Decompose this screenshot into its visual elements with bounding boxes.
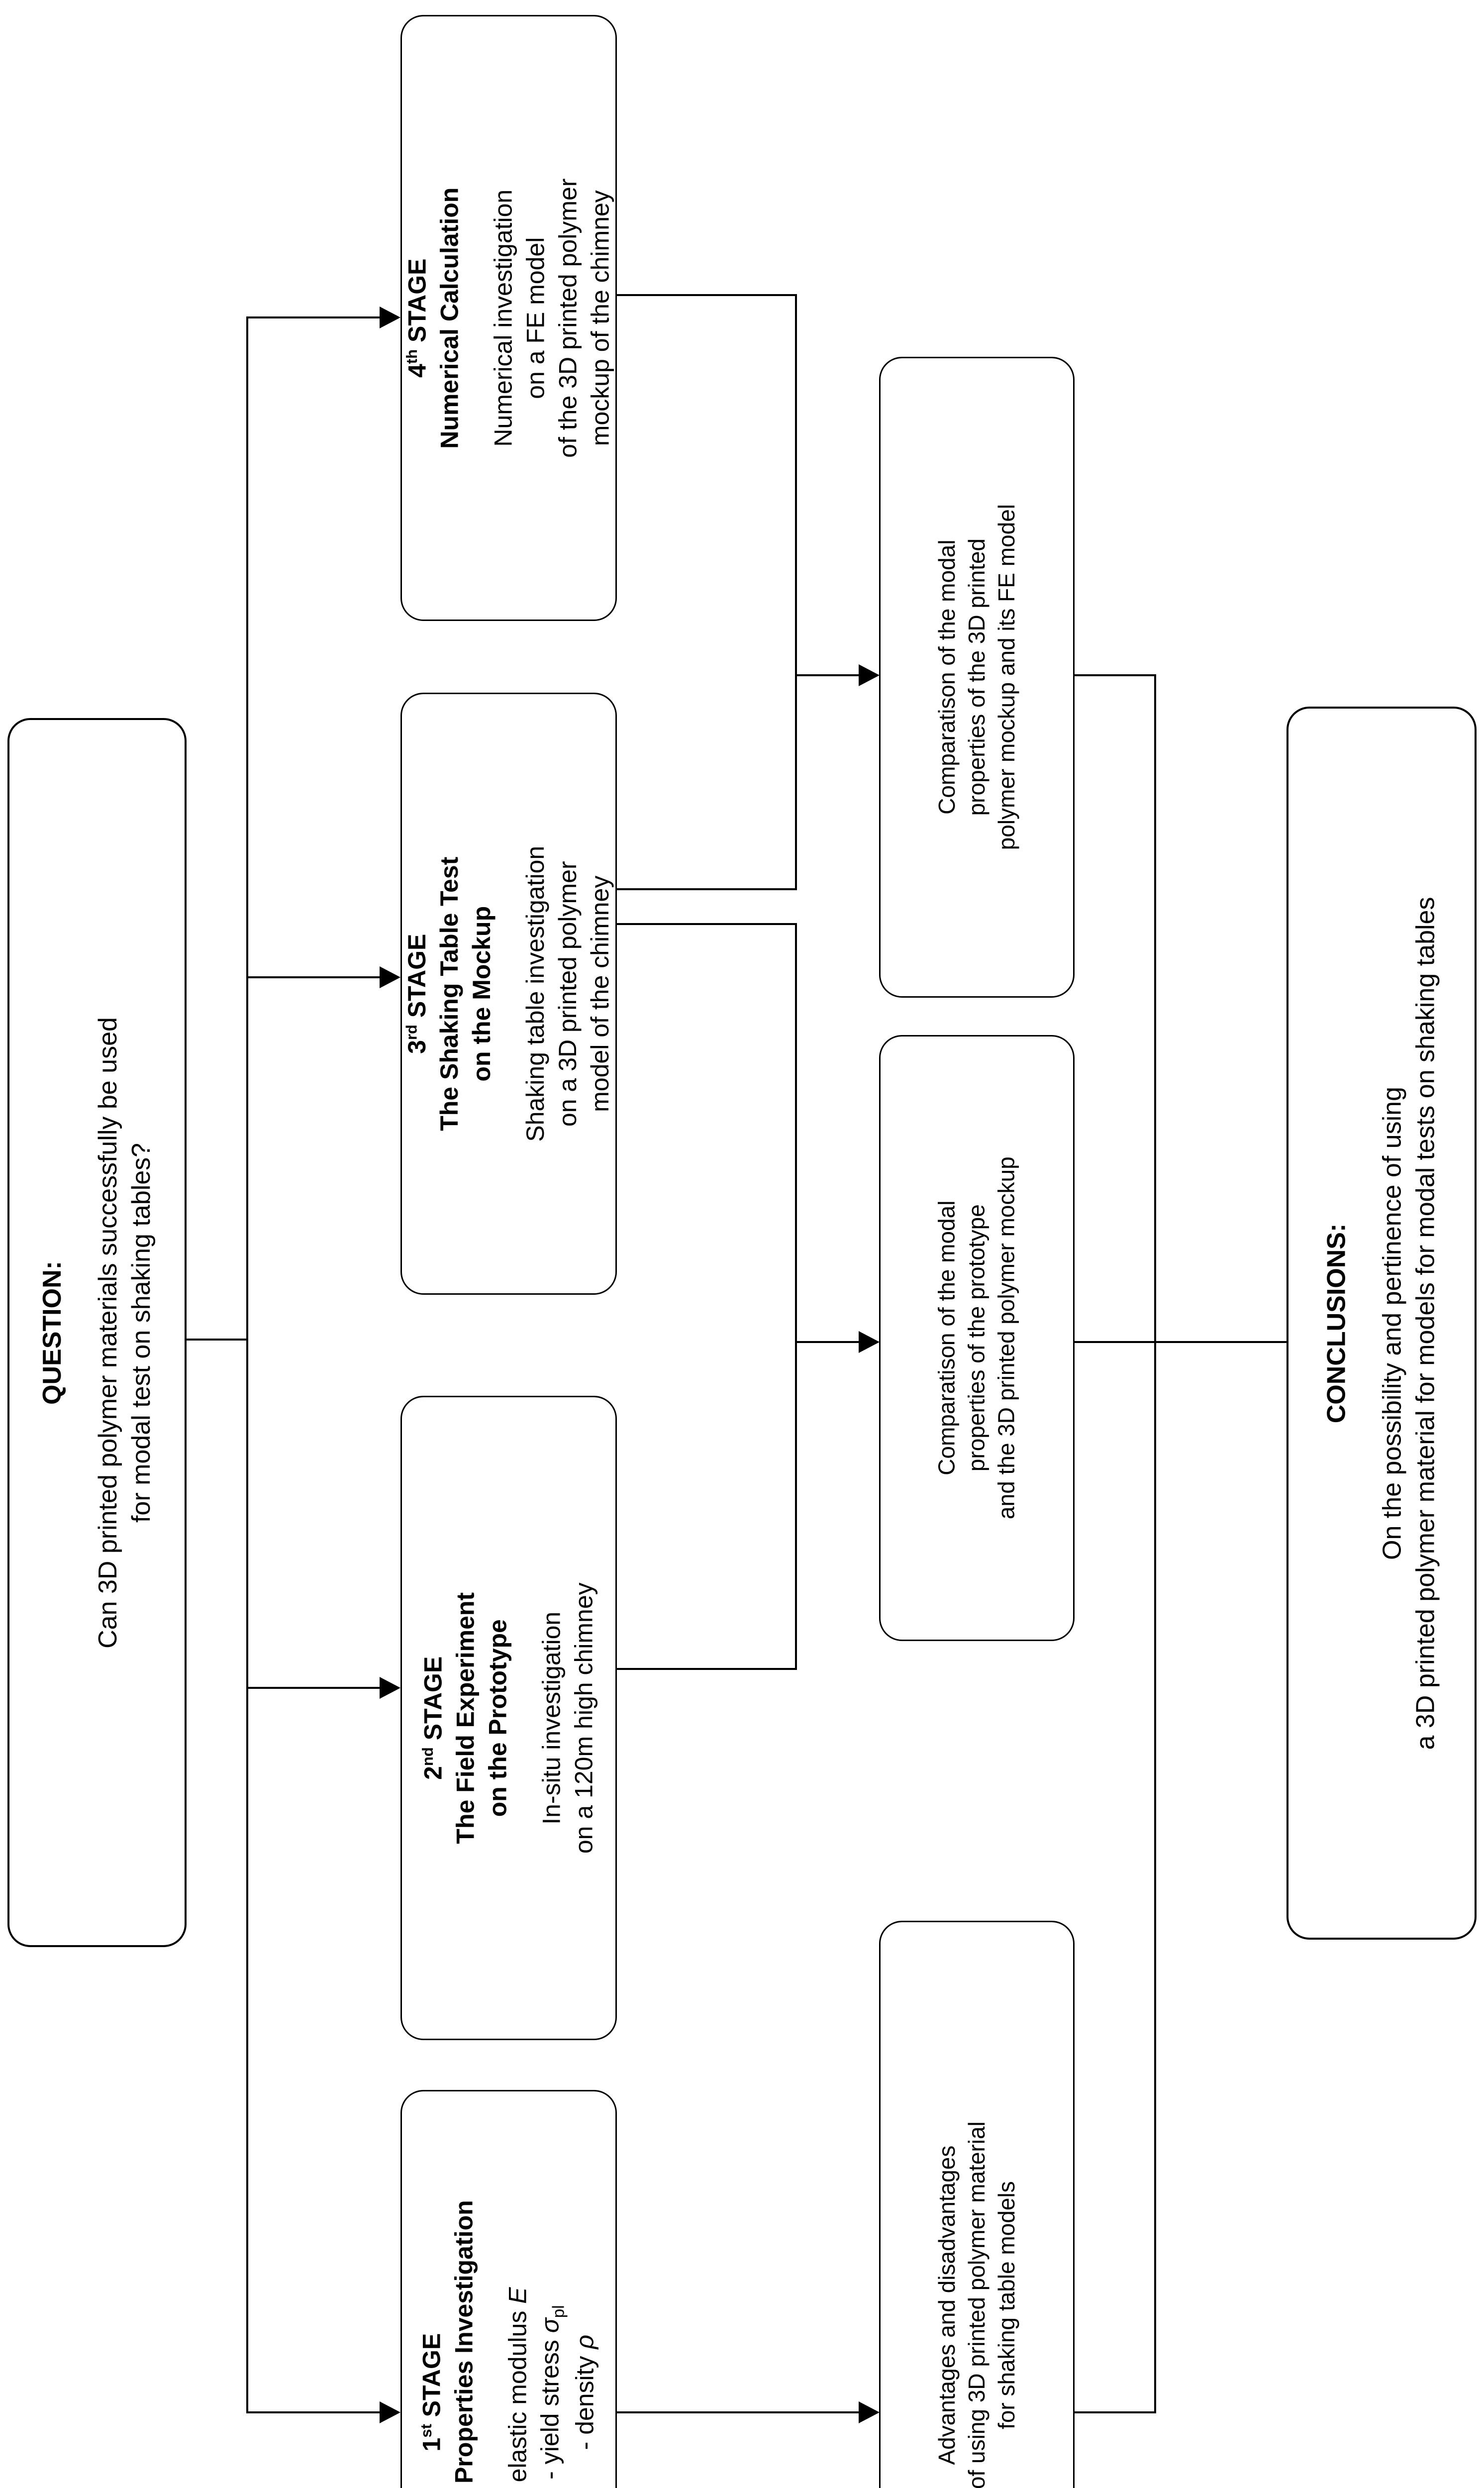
connector-advantages-out <box>1075 2411 1156 2413</box>
comparison1-text: Comparatison of the modal properties of … <box>932 504 1021 850</box>
stage2-desc-2: on a 120m high chimney <box>570 1582 598 1854</box>
node-question[interactable]: QUESTION: Can 3D printed polymer materia… <box>7 718 187 1947</box>
stage3-desc-3: model of the chimney <box>586 875 614 1112</box>
node-advantages-disadvantages[interactable]: Advantages and disadvantages of using 3D… <box>879 1921 1075 2488</box>
stage2-desc-1: In-situ investigation <box>537 1611 566 1825</box>
stage4-desc-1: Numerical investigation <box>489 189 517 447</box>
advantages-line-3: for shaking table models <box>993 2181 1019 2429</box>
stage3-title-2: on the Mockup <box>468 906 496 1082</box>
connector-branch-stage1 <box>246 2411 380 2413</box>
connector-branch-stage2 <box>246 1687 380 1689</box>
comparison1-line-1: Comparatison of the modal <box>933 539 960 815</box>
conclusions-text: CONCLUSIONS: On the possibility and pert… <box>1320 897 1443 1750</box>
stage4-desc-2: on a FE model <box>521 237 549 399</box>
node-stage-4[interactable]: 4th STAGE Numerical Calculation Numerica… <box>400 15 617 621</box>
stage3-text: 3rd STAGE The Shaking Table Test on the … <box>401 846 616 1142</box>
arrowhead-stage1 <box>380 2401 400 2423</box>
connector-branch-stage3 <box>246 976 380 978</box>
stage1-bullet-3: - density ρ <box>571 2334 599 2450</box>
connector-question-stub <box>187 1339 247 1341</box>
stage2-text: 2nd STAGE The Field Experiment on the Pr… <box>417 1582 600 1854</box>
connector-to-conclusions <box>1154 1341 1286 1343</box>
arrowhead-stage2 <box>380 1677 400 1699</box>
comparison2-line-3: and the 3D printed polymer mockup <box>993 1156 1019 1520</box>
conclusions-heading: CONCLUSIONS: <box>1322 1223 1351 1423</box>
connector-stage2-out <box>617 1668 797 1670</box>
stage3-desc-2: on a 3D printed polymer <box>553 861 582 1127</box>
arrowhead-stage4 <box>380 307 400 328</box>
stage2-label: 2nd STAGE <box>419 1656 447 1780</box>
stage4-title: Numerical Calculation <box>435 187 464 449</box>
comparison1-line-3: polymer mockup and its FE model <box>993 504 1019 850</box>
comparison1-line-2: properties of the 3D printed <box>963 538 989 816</box>
question-line-2: for modal test on shaking tables? <box>126 1142 156 1523</box>
connector-to-comparison1 <box>795 674 859 676</box>
arrowhead-stage3 <box>380 966 400 988</box>
connector-to-comparison2 <box>795 1341 859 1343</box>
node-stage-3[interactable]: 3rd STAGE The Shaking Table Test on the … <box>400 693 617 1295</box>
connector-stage3-down <box>795 923 797 1341</box>
connector-comparison2-out <box>1075 1341 1156 1343</box>
question-text: QUESTION: Can 3D printed polymer materia… <box>36 1017 159 1649</box>
connector-right-bus <box>1154 674 1156 2413</box>
node-stage-2[interactable]: 2nd STAGE The Field Experiment on the Pr… <box>400 1396 617 2040</box>
comparison2-line-2: properties of the prototype <box>963 1204 989 1472</box>
stage4-text: 4th STAGE Numerical Calculation Numerica… <box>401 178 616 457</box>
connector-stage3-up <box>795 674 797 890</box>
arrowhead-advantages <box>859 2401 880 2423</box>
connector-stage3-out-down <box>617 923 797 925</box>
conclusions-line-1: On the possibility and pertinence of usi… <box>1378 1086 1407 1560</box>
stage4-label: 4th STAGE <box>402 258 431 378</box>
question-heading: QUESTION: <box>37 1260 67 1405</box>
stage3-desc-1: Shaking table investigation <box>521 845 549 1142</box>
stage1-bullet-2: - yield stress σpl <box>536 2305 568 2480</box>
stage1-bullet-1: - elastic modulus E <box>503 2287 532 2488</box>
advantages-line-2: of using 3D printed polymer material <box>963 2121 989 2488</box>
stage3-title-1: The Shaking Table Test <box>435 856 464 1131</box>
stage4-desc-3: of the 3D printed polymer <box>553 178 582 458</box>
connector-comparison1-out <box>1075 674 1156 676</box>
stage4-desc-4: mockup of the chimney <box>586 190 614 446</box>
conclusions-line-2: a 3D printed polymer material for models… <box>1411 897 1440 1750</box>
comparison2-line-1: Comparatison of the modal <box>933 1200 960 1476</box>
question-line-1: Can 3D printed polymer materials success… <box>93 1017 122 1649</box>
node-stage-1[interactable]: 1st STAGE Material Properties Investigat… <box>400 2090 617 2488</box>
connector-stage3-out-up <box>617 888 797 890</box>
connector-stage4-out <box>617 294 797 296</box>
connector-stage2-up <box>795 1341 797 1670</box>
advantages-text: Advantages and disadvantages of using 3D… <box>932 2121 1021 2488</box>
arrowhead-comparison2 <box>859 1331 880 1353</box>
connector-main-trunk <box>246 316 248 2411</box>
connector-stage1-out <box>617 2411 859 2413</box>
stage1-title: Material Properties Investigation <box>450 2200 478 2488</box>
stage1-text: 1st STAGE Material Properties Investigat… <box>416 2200 601 2488</box>
node-conclusions[interactable]: CONCLUSIONS: On the possibility and pert… <box>1286 707 1477 1940</box>
connector-branch-stage4 <box>246 316 380 318</box>
arrowhead-comparison1 <box>859 664 880 686</box>
comparison2-text: Comparatison of the modal properties of … <box>932 1157 1021 1520</box>
node-comparison-mockup-vs-fe[interactable]: Comparatison of the modal properties of … <box>879 357 1075 998</box>
stage3-label: 3rd STAGE <box>402 933 431 1054</box>
node-comparison-prototype-vs-mockup[interactable]: Comparatison of the modal properties of … <box>879 1035 1075 1641</box>
stage1-label: 1st STAGE <box>417 2333 446 2452</box>
stage2-title-2: on the Prototype <box>484 1619 512 1817</box>
advantages-line-1: Advantages and disadvantages <box>933 2145 960 2465</box>
stage2-title-1: The Field Experiment <box>451 1592 480 1844</box>
connector-stage4-down <box>795 294 797 676</box>
